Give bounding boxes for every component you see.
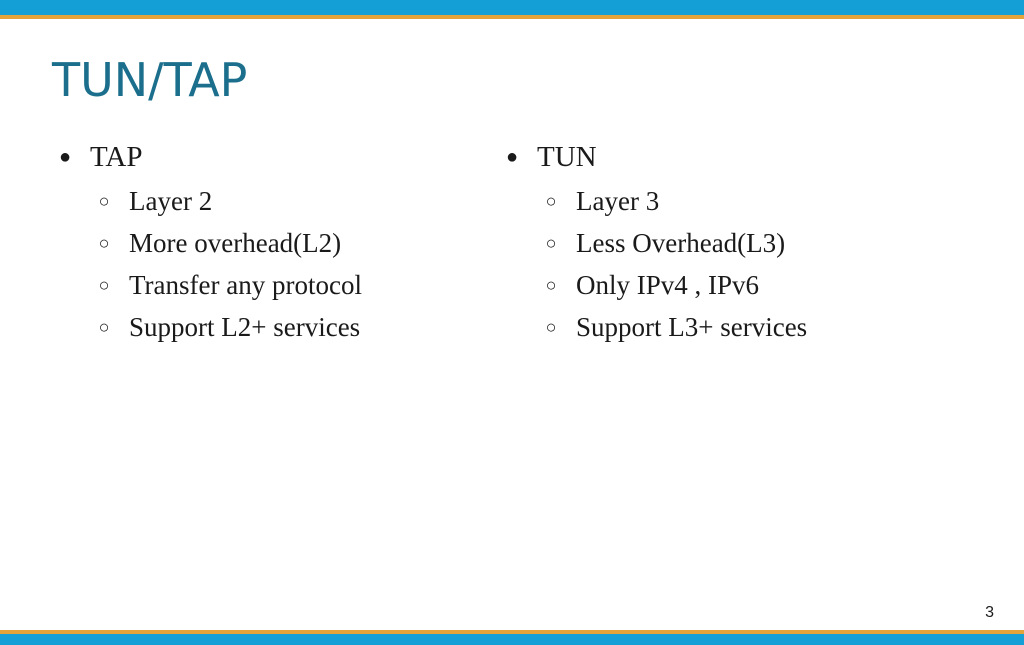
bottom-accent-line bbox=[0, 630, 1024, 634]
tap-item-text: Support L2+ services bbox=[129, 312, 361, 342]
list-item: ○ More overhead(L2) bbox=[55, 222, 495, 264]
hollow-bullet-icon: ○ bbox=[545, 233, 557, 253]
bottom-footer-bar bbox=[0, 634, 1024, 645]
hollow-bullet-icon: ○ bbox=[98, 275, 110, 295]
tun-heading-bullet: ● TUN bbox=[502, 138, 942, 176]
list-item: ○ Transfer any protocol bbox=[55, 264, 495, 306]
list-item: ○ Support L3+ services bbox=[502, 306, 942, 348]
hollow-bullet-icon: ○ bbox=[98, 233, 110, 253]
tap-heading-bullet: ● TAP bbox=[55, 138, 495, 176]
hollow-bullet-icon: ○ bbox=[545, 317, 557, 337]
top-header-bar bbox=[0, 0, 1024, 15]
tap-item-text: Layer 2 bbox=[129, 186, 213, 216]
tap-heading: TAP bbox=[90, 141, 143, 173]
tun-item-text: Layer 3 bbox=[576, 186, 660, 216]
tap-item-text: Transfer any protocol bbox=[129, 270, 362, 300]
tun-sub-list: ○ Layer 3 ○ Less Overhead(L3) ○ Only IPv… bbox=[502, 180, 942, 348]
filled-bullet-icon: ● bbox=[58, 146, 72, 168]
tun-item-text: Less Overhead(L3) bbox=[576, 228, 786, 258]
tun-column: ● TUN ○ Layer 3 ○ Less Overhead(L3) ○ On… bbox=[502, 138, 942, 348]
hollow-bullet-icon: ○ bbox=[545, 275, 557, 295]
top-accent-line bbox=[0, 15, 1024, 19]
list-item: ○ Layer 3 bbox=[502, 180, 942, 222]
tap-item-text: More overhead(L2) bbox=[129, 228, 342, 258]
hollow-bullet-icon: ○ bbox=[98, 317, 110, 337]
filled-bullet-icon: ● bbox=[505, 146, 519, 168]
hollow-bullet-icon: ○ bbox=[545, 191, 557, 211]
tap-sub-list: ○ Layer 2 ○ More overhead(L2) ○ Transfer… bbox=[55, 180, 495, 348]
tun-item-text: Support L3+ services bbox=[576, 312, 808, 342]
list-item: ○ Support L2+ services bbox=[55, 306, 495, 348]
list-item: ○ Only IPv4 , IPv6 bbox=[502, 264, 942, 306]
list-item: ○ Less Overhead(L3) bbox=[502, 222, 942, 264]
tun-item-text: Only IPv4 , IPv6 bbox=[576, 270, 760, 300]
slide-title: TUN/TAP bbox=[52, 53, 248, 107]
tun-heading: TUN bbox=[537, 141, 597, 173]
hollow-bullet-icon: ○ bbox=[98, 191, 110, 211]
list-item: ○ Layer 2 bbox=[55, 180, 495, 222]
page-number: 3 bbox=[985, 604, 994, 621]
tap-column: ● TAP ○ Layer 2 ○ More overhead(L2) ○ Tr… bbox=[55, 138, 495, 348]
